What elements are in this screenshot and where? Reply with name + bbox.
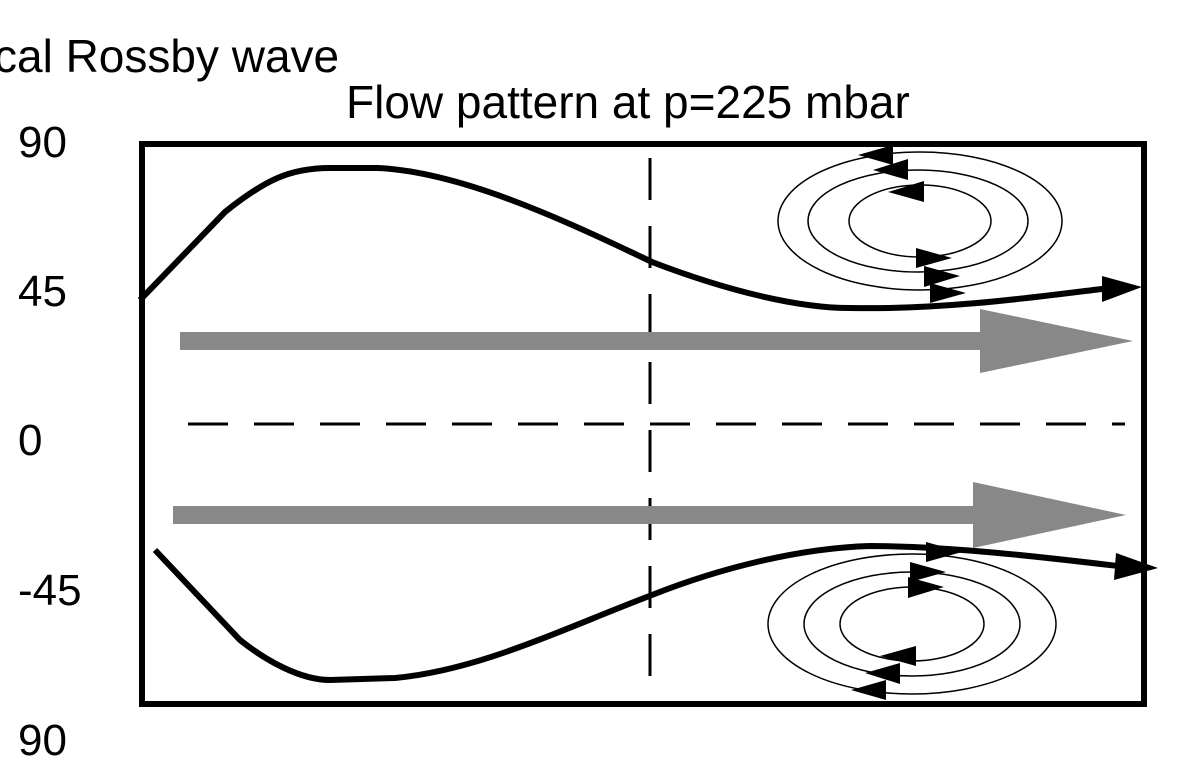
tick-label-90-top: 90 [18,118,67,167]
tick-label-0: 0 [18,416,42,465]
zonal-flow-arrow-south [173,482,1126,548]
vortex-north [777,151,1063,291]
tick-label-45: 45 [18,267,67,316]
partial-title: cal Rossby wave [0,30,339,82]
streamline-south-arrowhead [1114,553,1158,580]
tick-label-90-bottom: 90 [18,716,67,765]
page-title: Flow pattern at p=225 mbar [346,76,910,128]
streamline-north [137,165,1111,312]
streamline-south [152,542,1119,684]
tick-label-minus-45: -45 [18,566,82,615]
streamline-north-arrowhead [1102,276,1142,302]
frame [139,141,1147,707]
vortex-south-arrowheads [851,542,962,700]
zonal-flow-arrow-north [180,309,1133,373]
vortex-north-arrowheads [858,145,966,303]
